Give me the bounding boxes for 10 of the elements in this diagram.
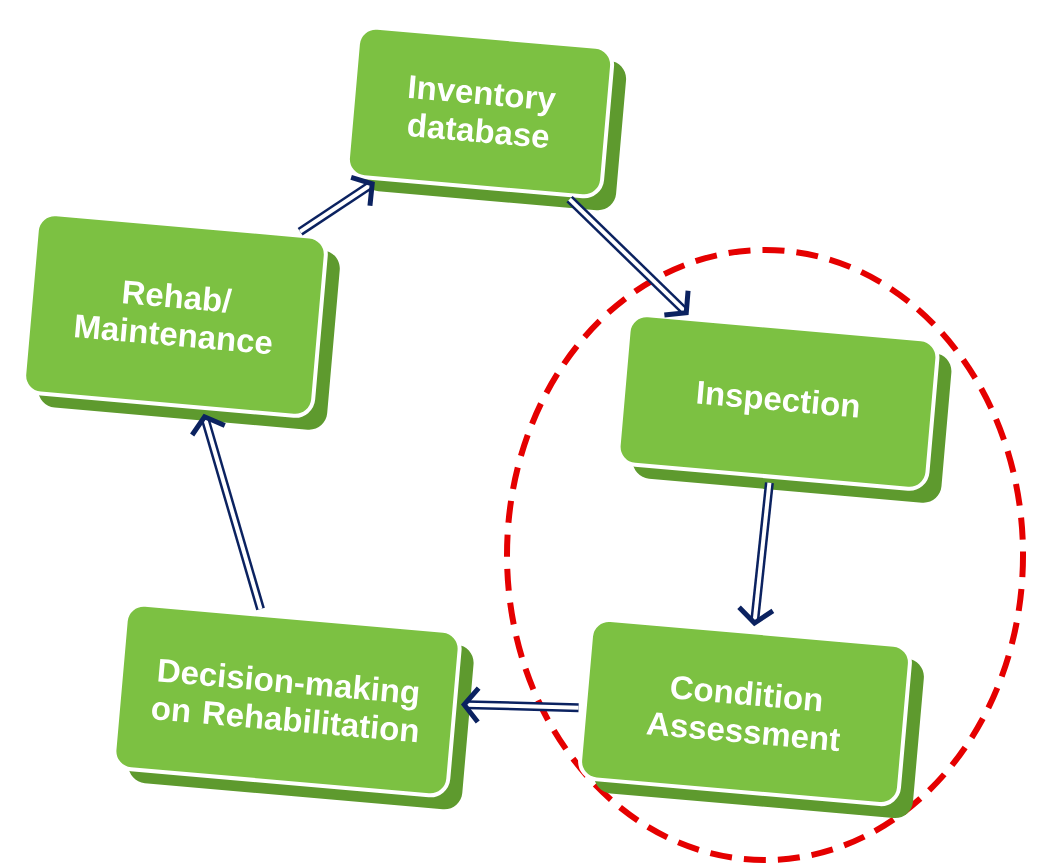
process-box: Decision-making on Rehabilitation	[112, 602, 474, 810]
process-box: Inspection	[616, 313, 952, 503]
process-box: Condition Assessment	[578, 617, 924, 819]
arrow	[460, 686, 579, 724]
arrow	[566, 195, 691, 318]
process-box: Inventory database	[345, 25, 627, 211]
process-box: Rehab/ Maintenance	[22, 212, 340, 430]
arrow	[737, 482, 775, 627]
arrow	[190, 413, 265, 611]
arrow	[297, 175, 375, 236]
